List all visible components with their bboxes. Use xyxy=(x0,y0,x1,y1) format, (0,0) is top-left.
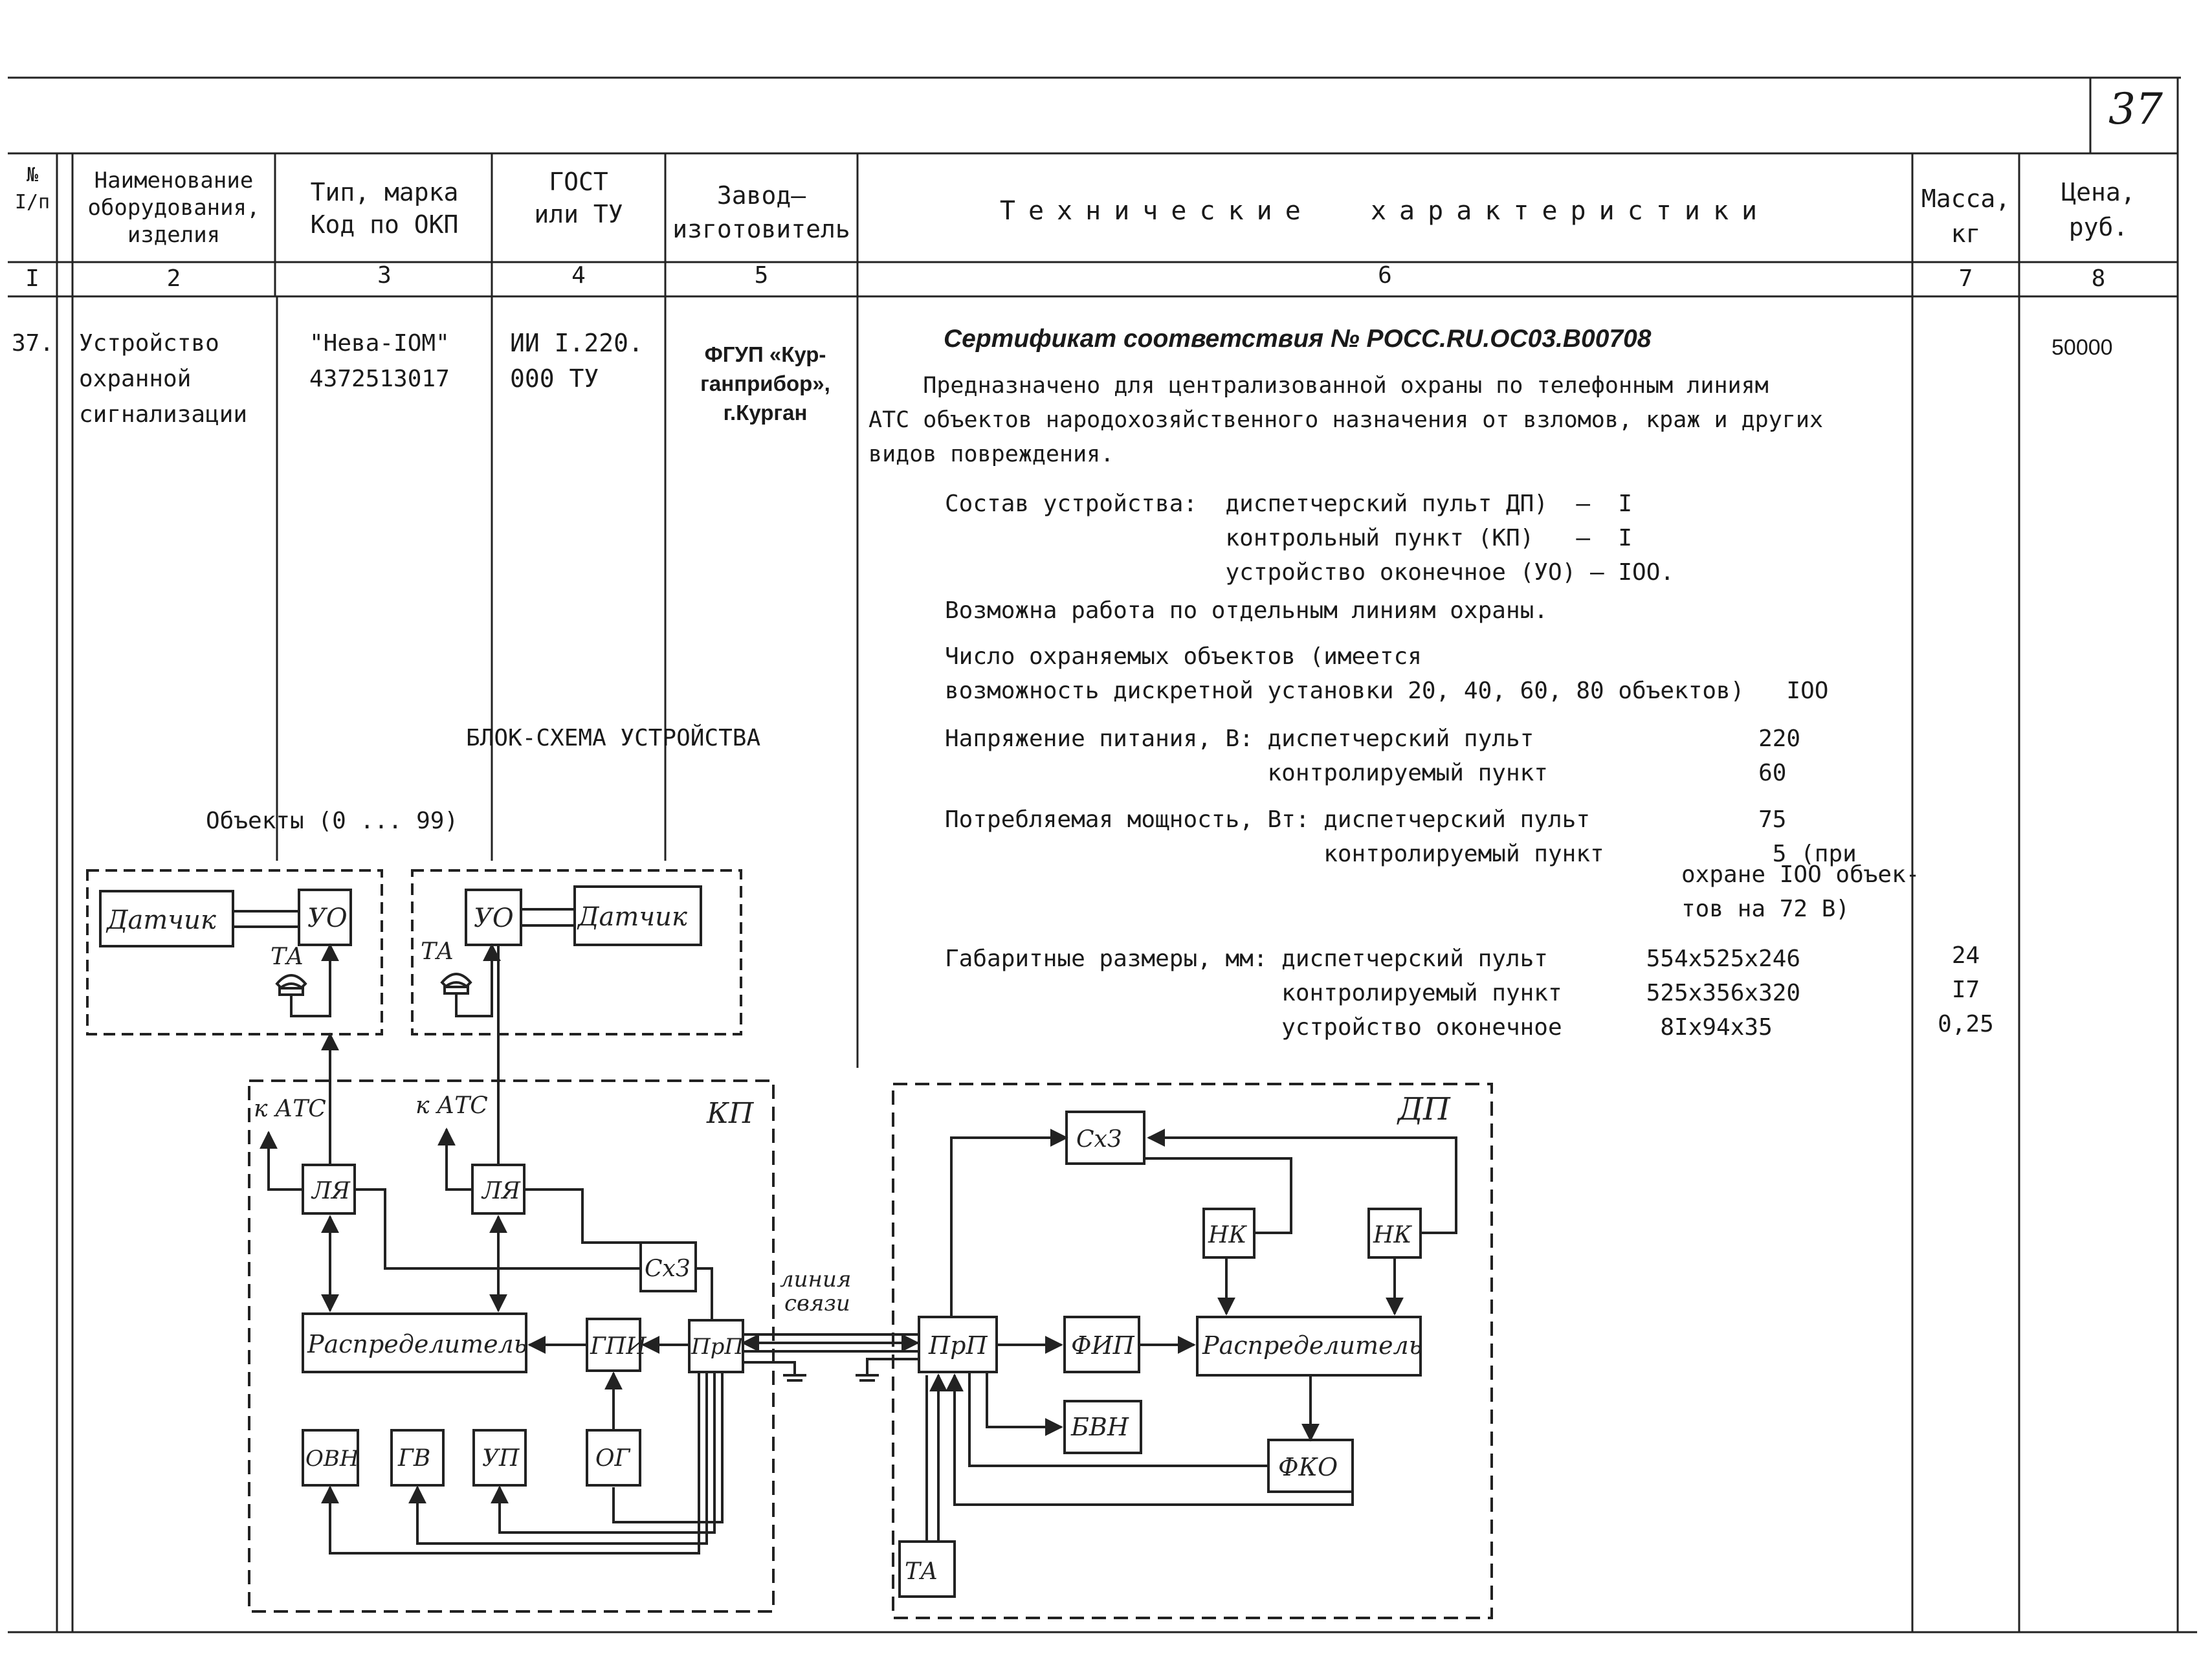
bvn-box xyxy=(1063,1400,1142,1454)
diagram-title: БЛОК-СХЕМА УСТРОЙСТВА xyxy=(466,725,761,751)
spec-power: Потребляемая мощность, Вт: диспетчерский… xyxy=(945,806,1857,867)
uo-label-2: УО xyxy=(474,903,514,933)
ta-phone-icon-1 xyxy=(275,974,307,996)
og-label: ОГ xyxy=(595,1445,631,1472)
nk-label-1: НК xyxy=(1208,1222,1247,1248)
sensor-box-2 xyxy=(573,885,702,946)
fko-label: ФКО xyxy=(1278,1453,1338,1481)
line-label-2: связи xyxy=(784,1290,850,1316)
objects-label: Объекты (0 ... 99) xyxy=(206,808,459,834)
col-number-1: I xyxy=(25,265,39,292)
up-box xyxy=(472,1429,527,1487)
gv-box xyxy=(390,1429,445,1487)
header-col-specs: Технические характеристики xyxy=(999,196,1771,226)
sensor-label-1: Датчик xyxy=(105,905,216,935)
col-number-6: 6 xyxy=(1378,262,1392,289)
col-number-8: 8 xyxy=(2091,265,2106,292)
gv-label: ГВ xyxy=(397,1445,430,1472)
header-col-gost: ГОСТ или ТУ xyxy=(534,168,623,228)
col-number-4: 4 xyxy=(571,262,586,289)
spec-power-note: охране IOO объек- тов на 72 В) xyxy=(1681,861,1920,922)
spec-certificate: Сертификат соответствия № РОСС.RU.ОС03.В… xyxy=(944,325,1652,353)
sensor-label-2: Датчик xyxy=(577,902,687,932)
row-name: Устройство охранной сигнализации xyxy=(79,330,248,428)
uo-label-1: УО xyxy=(307,903,348,933)
ovn-label: ОВН xyxy=(305,1446,360,1472)
spec-purpose: Предназначено для централизованной охран… xyxy=(868,373,1824,467)
la-label-1: ЛЯ xyxy=(311,1178,351,1204)
ta-box-dp xyxy=(898,1540,956,1598)
page-number: 37 xyxy=(2108,84,2163,134)
raspredelitel-label-kp: Распределитель xyxy=(307,1330,527,1358)
header-col-number: № I/п xyxy=(14,164,50,214)
col-number-7: 7 xyxy=(1958,265,1973,292)
ta-label-1: ТА xyxy=(271,944,304,970)
row-gost: ИИ I.220. 000 ТУ xyxy=(510,329,643,393)
col-number-5: 5 xyxy=(754,262,769,289)
dp-label: ДП xyxy=(1397,1091,1451,1127)
raspredelitel-box-dp xyxy=(1196,1316,1422,1377)
dp-enclosure xyxy=(892,1083,1493,1619)
kp-label: КП xyxy=(706,1097,755,1130)
katc-label-2: к АТС xyxy=(415,1092,488,1119)
row-mass: 24 I7 0,25 xyxy=(1938,942,1994,1037)
ta-phone-icon-2 xyxy=(440,973,472,995)
sxz-label-kp: СхЗ xyxy=(645,1256,690,1282)
nk-label-2: НК xyxy=(1373,1222,1412,1248)
sxz-box-kp xyxy=(639,1241,697,1292)
katc-label-1: к АТС xyxy=(254,1096,326,1122)
spec-composition: Состав устройства: диспетчерский пульт Д… xyxy=(945,491,1675,586)
row-number: 37. xyxy=(12,330,54,357)
raspredelitel-label-dp: Распределитель xyxy=(1202,1331,1422,1360)
col-number-2: 2 xyxy=(166,265,181,292)
header-col-mass: Масса, кг xyxy=(1921,184,2011,248)
spec-voltage: Напряжение питания, В: диспетчерский пул… xyxy=(945,725,1801,786)
raspredelitel-box-kp xyxy=(302,1312,527,1373)
header-col-name: Наименование оборудования, изделия xyxy=(87,168,260,248)
bvn-label: БВН xyxy=(1070,1413,1129,1441)
ta-label-2: ТА xyxy=(421,938,454,965)
row-price: 50000 xyxy=(2052,335,2113,360)
fip-label: ФИП xyxy=(1071,1331,1135,1360)
prp-label-kp: ПрП xyxy=(691,1334,744,1360)
line-label-1: линия xyxy=(780,1267,851,1292)
object-enclosure-1 xyxy=(86,869,383,1035)
header-col-manufacturer: Завод– изготовитель xyxy=(672,181,850,243)
col-number-3: 3 xyxy=(377,262,392,289)
gpi-label: ГПИ xyxy=(590,1333,647,1360)
object-enclosure-2 xyxy=(411,869,742,1035)
sensor-box-1 xyxy=(99,890,234,947)
ta-label-dp: ТА xyxy=(905,1558,938,1585)
row-type: "Нева-IOM" 4372513017 xyxy=(309,330,450,392)
row-manufacturer: ФГУП «Кур- ганприбор», г.Курган xyxy=(700,342,830,425)
up-label: УП xyxy=(482,1445,520,1472)
spec-objects: Число охраняемых объектов (имеется возмо… xyxy=(945,643,1829,704)
la-label-2: ЛЯ xyxy=(481,1178,521,1204)
spec-dimensions: Габаритные размеры, мм: диспетчерский пу… xyxy=(945,946,1801,1041)
sxz-label-dp: СхЗ xyxy=(1076,1126,1122,1153)
prp-label-dp: ПрП xyxy=(928,1331,988,1360)
header-col-price: Цена, руб. xyxy=(2061,178,2136,241)
header-col-type: Тип, марка Код по ОКП xyxy=(310,178,459,239)
ovn-box xyxy=(302,1429,359,1487)
spec-separate-lines: Возможна работа по отдельным линиям охра… xyxy=(945,597,1548,624)
